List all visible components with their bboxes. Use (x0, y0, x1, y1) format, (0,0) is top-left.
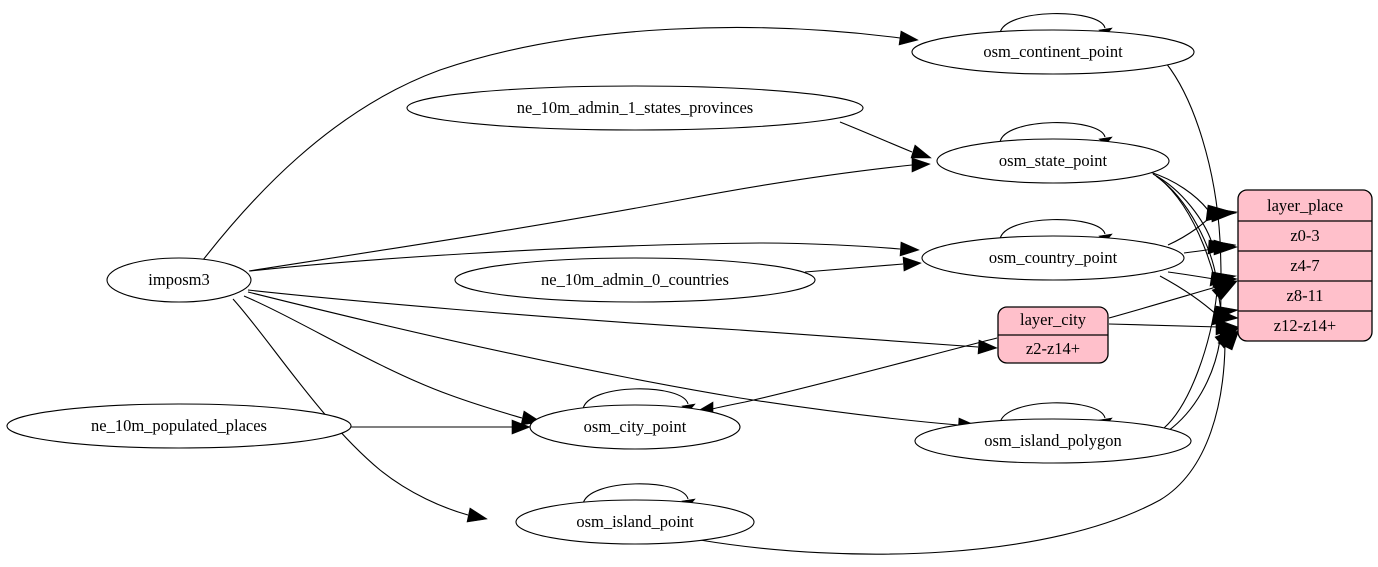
edge-osm_island_point-to-layer_place-z12 (699, 344, 1226, 555)
edge-osm_state_point-to-layer_place-z4 (1152, 173, 1213, 244)
edge-osm_island_polygon-to-layer_place-z12 (1167, 339, 1221, 432)
edge-osm_continent_point-to-layer_place-z12 (1165, 62, 1222, 326)
layer_place-row-z0-3[interactable]: z0-3 (1290, 226, 1319, 245)
arrowhead (898, 30, 919, 46)
arrowhead (1217, 329, 1240, 351)
node-osm_island_polygon[interactable]: osm_island_polygon (914, 418, 1192, 464)
layer_place-row-z4-7[interactable]: z4-7 (1290, 256, 1319, 275)
node-layer_place[interactable]: layer_place z0-3 z4-7 z8-11 z12-z14+ (1237, 189, 1373, 342)
selfloop-osm_country_point (999, 219, 1106, 240)
node-osm_country_point[interactable]: osm_country_point (921, 235, 1185, 281)
edge-layer_city-to-layer_place-z8 (1108, 286, 1217, 319)
edge-osm_state_point-to-layer_place-z12 (1158, 177, 1222, 313)
edge-imposm3-to-osm_city_point (243, 295, 523, 419)
node-layer_city[interactable]: layer_city z2-z14+ (997, 306, 1109, 364)
node-label: imposm3 (148, 270, 209, 289)
selfloop-osm_state_point (999, 122, 1106, 143)
arrowhead (899, 241, 920, 257)
node-osm_state_point[interactable]: osm_state_point (936, 138, 1170, 184)
arrowhead (911, 157, 931, 173)
node-osm_continent_point[interactable]: osm_continent_point (911, 29, 1195, 75)
layer_place-row-z12-z14[interactable]: z12-z14+ (1274, 316, 1336, 335)
selfloop-osm_island_polygon (999, 402, 1106, 424)
layer_city-title: layer_city (1020, 310, 1087, 329)
arrowhead (1213, 239, 1238, 256)
arrowhead (902, 256, 922, 272)
node-ne_10m_populated_places[interactable]: ne_10m_populated_places (6, 403, 352, 449)
node-ne_10m_admin_0_countries[interactable]: ne_10m_admin_0_countries (454, 257, 816, 303)
edge-ne_states-to-osm_state_point (839, 121, 913, 153)
edge-osm_country_point-to-layer_place-z12 (1159, 275, 1219, 317)
arrowhead (910, 144, 932, 159)
edge-imposm3-to-osm_continent_point (202, 26, 901, 261)
layer_place-row-z8-11[interactable]: z8-11 (1287, 286, 1324, 305)
edge-layer_city-to-layer_place-z12 (1108, 323, 1220, 328)
arrowhead (466, 507, 488, 523)
layer_city-row-0[interactable]: z2-z14+ (1026, 339, 1080, 358)
node-label: ne_10m_admin_1_states_provinces (517, 98, 753, 117)
edge-layer_city-to-osm_city_point (711, 337, 998, 410)
edge-imposm3-to-osm_country_point (249, 242, 901, 272)
node-label: ne_10m_admin_0_countries (541, 270, 729, 289)
node-osm_island_point[interactable]: osm_island_point (515, 499, 755, 545)
node-label: osm_country_point (989, 248, 1118, 267)
arrowhead (511, 419, 531, 435)
arrowhead (1215, 318, 1239, 336)
layer_place-title: layer_place (1267, 196, 1343, 215)
selfloop-osm_island_point (582, 483, 689, 505)
node-label: osm_continent_point (983, 42, 1123, 61)
edge-imposm3-to-osm_island_point (232, 298, 469, 516)
arrowhead (1211, 280, 1238, 301)
edge-imposm3-to-osm_island_polygon (247, 291, 959, 426)
arrowhead (977, 339, 998, 355)
node-osm_city_point[interactable]: osm_city_point (529, 404, 741, 450)
node-label: ne_10m_populated_places (91, 416, 267, 435)
node-label: osm_state_point (999, 151, 1108, 170)
node-ne_10m_admin_1_states_provinces[interactable]: ne_10m_admin_1_states_provinces (406, 85, 864, 131)
selfloop-osm_continent_point (999, 13, 1106, 34)
node-imposm3[interactable]: imposm3 (106, 257, 252, 303)
edge-imposm3-to-layer_city (247, 289, 979, 348)
edge-layer (202, 13, 1240, 555)
node-label: osm_island_polygon (984, 431, 1122, 450)
node-label: osm_island_point (576, 512, 694, 531)
edge-osm_island_polygon-to-layer_place-z8 (1163, 291, 1218, 429)
arrowhead (1210, 207, 1239, 223)
edge-ne_countries-to-osm_country_point (804, 263, 904, 273)
node-label: osm_city_point (584, 417, 687, 436)
edge-imposm3-to-osm_state_point (248, 164, 913, 272)
edge-osm_state_point-to-layer_place-z0 (1149, 171, 1209, 211)
node-layer: imposm3 ne_10m_populated_places ne_10m_a… (6, 29, 1373, 545)
selfloop-osm_city_point (582, 388, 689, 410)
